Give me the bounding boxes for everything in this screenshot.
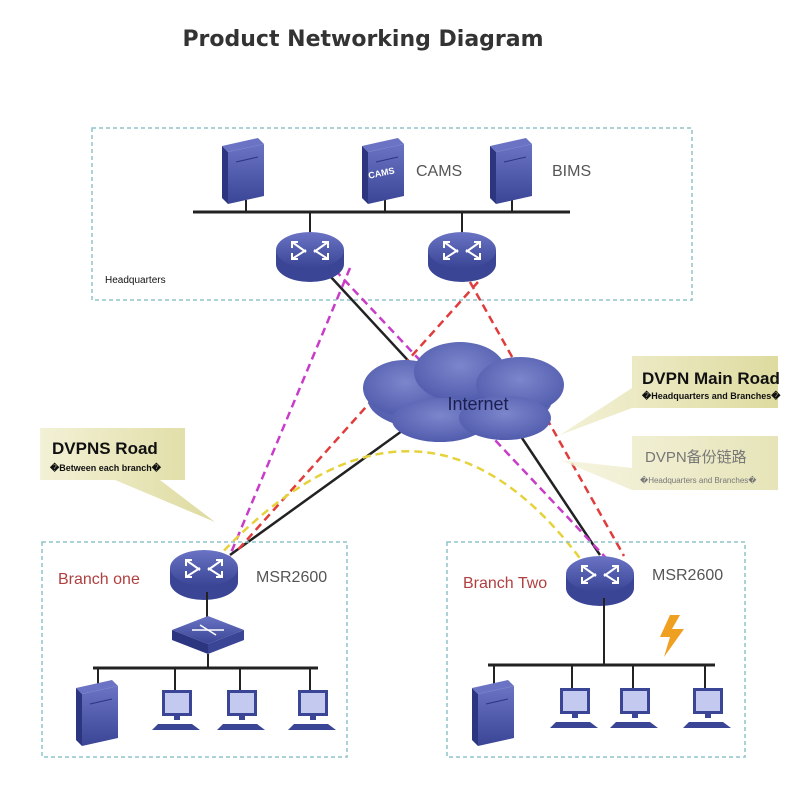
branch-one-router-label: MSR2600	[256, 569, 327, 586]
dvpns-path	[214, 450, 587, 566]
dvpn-main-callout	[560, 356, 778, 435]
internet-label: Internet	[447, 394, 508, 414]
branch-two-label: Branch Two	[463, 575, 547, 592]
branch-one-switch-icon	[172, 616, 244, 654]
branch-one-router-icon	[169, 549, 239, 601]
hq-server-icon-1	[221, 137, 265, 205]
branch-two-frame	[446, 541, 746, 758]
internet-branch-two-link	[508, 419, 602, 556]
branch-two-router-label: MSR2600	[652, 567, 723, 584]
dvpn-backup-line-1	[235, 281, 479, 553]
dvpns-title: DVPNS Road	[52, 439, 158, 458]
dvpn-backup-title: DVPN备份链路	[645, 449, 747, 466]
branch-two-pc-icon-1	[550, 688, 598, 728]
branch-one-frame	[41, 541, 348, 758]
hq-router-icon-2	[427, 231, 497, 283]
headquarters-label: Headquarters	[105, 275, 166, 286]
dvpn-main-subtitle: �Headquarters and Branches�	[641, 390, 781, 401]
dvpn-backup-subtitle: �Headquarters and Branches�	[640, 475, 757, 485]
dvpns-subtitle: �Between each branch�	[49, 462, 162, 473]
dvpn-main-line-2	[226, 267, 352, 561]
headquarters-frame	[91, 127, 693, 301]
hq-router-icon-1	[275, 231, 345, 283]
diagram-title: Product Networking Diagram	[182, 27, 543, 52]
bims-server-icon	[489, 137, 533, 205]
cams-server-icon: CAMS	[361, 137, 405, 205]
branch-two-pc-icon-3	[683, 688, 731, 728]
branch-two-pc-icon-2	[610, 688, 658, 728]
branch-one-pc-icon-3	[288, 690, 336, 730]
internet-cloud-icon	[363, 342, 564, 442]
branch-one-pc-icon-1	[152, 690, 200, 730]
branch-one-label: Branch one	[58, 571, 140, 588]
internet-branch-one-link	[229, 416, 421, 557]
dvpn-backup-callout	[560, 436, 778, 490]
hq-router-internet-link	[329, 275, 416, 369]
branch-two-server-icon	[471, 679, 515, 747]
branch-one-server-icon	[75, 679, 119, 747]
branch-two-router-icon	[565, 555, 635, 607]
bims-label: BIMS	[552, 163, 591, 180]
dvpns-callout	[40, 428, 215, 522]
branch-one-pc-icon-2	[217, 690, 265, 730]
lightning-icon	[660, 615, 684, 657]
cams-label: CAMS	[416, 163, 462, 180]
dvpn-main-title: DVPN Main Road	[642, 369, 780, 388]
